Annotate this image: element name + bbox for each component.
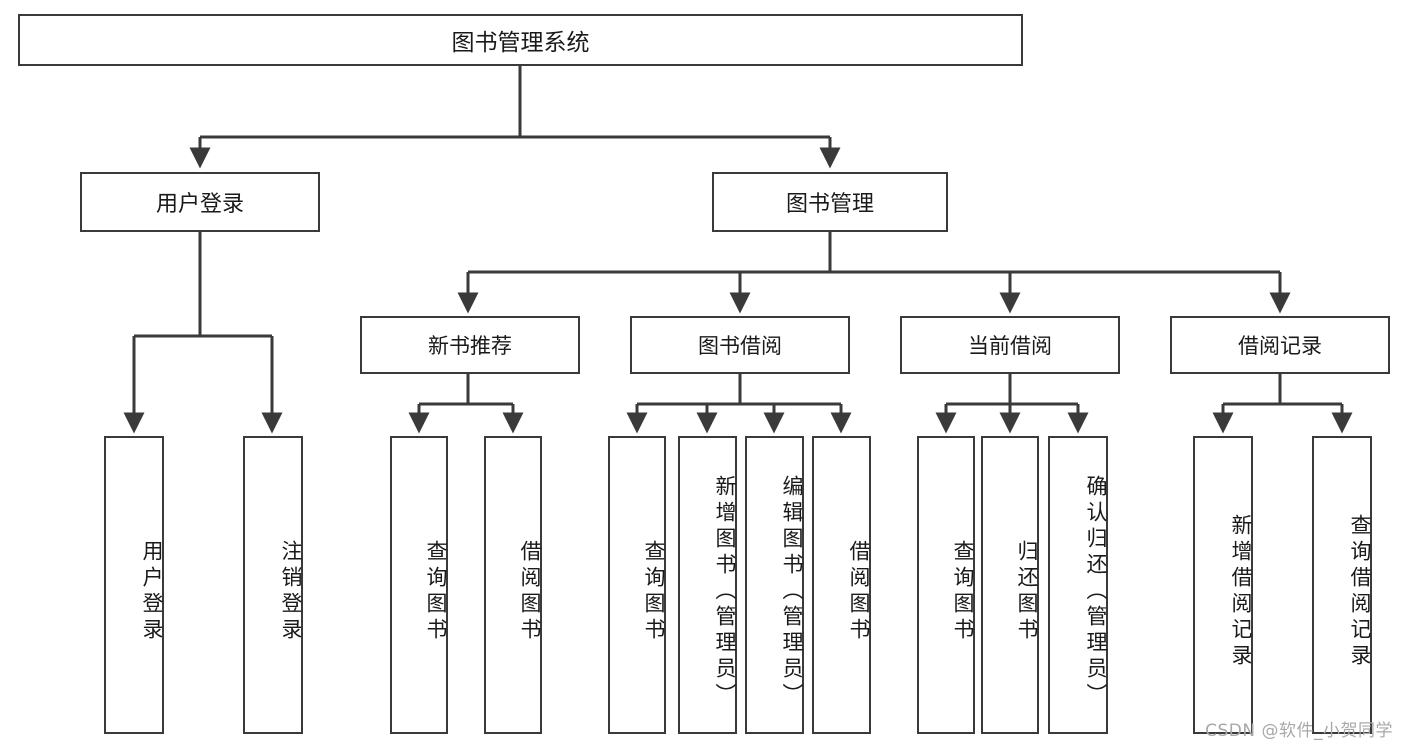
node-leaf-user-login[interactable]: 用户登录 xyxy=(104,436,164,734)
node-book-borrow-label: 图书借阅 xyxy=(698,334,782,358)
node-leaf-query-record[interactable]: 查询借阅记录 xyxy=(1312,436,1372,734)
node-book-manage-label: 图书管理 xyxy=(785,192,874,217)
node-leaf-edit-book[interactable]: 编辑图书（管理员） xyxy=(745,436,804,734)
node-leaf-query-book-2[interactable]: 查询图书 xyxy=(608,436,666,734)
node-leaf-borrow-book-1-label: 借阅图书 xyxy=(518,540,542,644)
node-user-login-label: 用户登录 xyxy=(155,192,244,217)
node-new-book-recommend-label: 新书推荐 xyxy=(428,334,512,358)
node-root-label: 图书管理系统 xyxy=(451,30,590,56)
node-leaf-query-book-3[interactable]: 查询图书 xyxy=(917,436,975,734)
node-leaf-add-book[interactable]: 新增图书（管理员） xyxy=(678,436,737,734)
node-new-book-recommend[interactable]: 新书推荐 xyxy=(360,316,580,374)
node-current-borrow[interactable]: 当前借阅 xyxy=(900,316,1120,374)
node-leaf-return-book-label: 归还图书 xyxy=(1015,540,1039,644)
node-leaf-add-record-label: 新增借阅记录 xyxy=(1229,514,1253,670)
node-leaf-confirm-return[interactable]: 确认归还（管理员） xyxy=(1048,436,1108,734)
node-leaf-user-login-label: 用户登录 xyxy=(140,540,164,644)
node-leaf-borrow-book-1[interactable]: 借阅图书 xyxy=(484,436,542,734)
node-leaf-borrow-book-2[interactable]: 借阅图书 xyxy=(812,436,871,734)
node-leaf-confirm-return-label: 确认归还（管理员） xyxy=(1084,475,1108,709)
node-leaf-add-record[interactable]: 新增借阅记录 xyxy=(1193,436,1253,734)
node-leaf-user-logout[interactable]: 注销登录 xyxy=(243,436,303,734)
node-leaf-query-book-3-label: 查询图书 xyxy=(951,540,975,644)
node-leaf-user-logout-label: 注销登录 xyxy=(279,540,303,644)
node-leaf-query-book-1-label: 查询图书 xyxy=(424,540,448,644)
node-current-borrow-label: 当前借阅 xyxy=(968,334,1052,358)
node-borrow-record-label: 借阅记录 xyxy=(1238,334,1322,358)
node-root[interactable]: 图书管理系统 xyxy=(18,14,1023,66)
node-book-manage[interactable]: 图书管理 xyxy=(712,172,948,232)
node-leaf-query-book-1[interactable]: 查询图书 xyxy=(390,436,448,734)
node-leaf-add-book-label: 新增图书（管理员） xyxy=(713,475,737,709)
node-book-borrow[interactable]: 图书借阅 xyxy=(630,316,850,374)
node-leaf-borrow-book-2-label: 借阅图书 xyxy=(847,540,871,644)
node-borrow-record[interactable]: 借阅记录 xyxy=(1170,316,1390,374)
node-leaf-query-record-label: 查询借阅记录 xyxy=(1348,514,1372,670)
node-leaf-edit-book-label: 编辑图书（管理员） xyxy=(780,475,804,709)
node-leaf-query-book-2-label: 查询图书 xyxy=(642,540,666,644)
csdn-watermark: CSDN @软件_小贺同学 xyxy=(1205,721,1393,741)
node-leaf-return-book[interactable]: 归还图书 xyxy=(981,436,1039,734)
node-user-login[interactable]: 用户登录 xyxy=(80,172,320,232)
